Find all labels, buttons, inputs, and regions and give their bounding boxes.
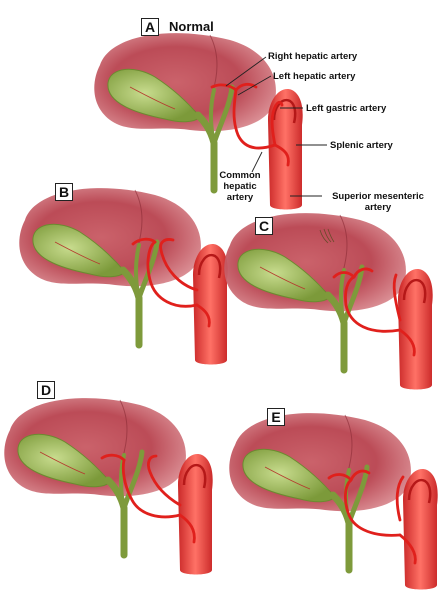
panel-e-letter: E [267, 408, 285, 426]
panel-c-arteries [332, 267, 416, 357]
panel-e-arteries [327, 469, 417, 565]
panel-a-title: Normal [169, 19, 214, 34]
panel-a-arteries [210, 82, 290, 167]
panel-c-extra-vessels [319, 228, 335, 244]
label-common-hepatic-artery: Common hepatic artery [219, 170, 261, 203]
panel-b-arteries [131, 237, 211, 328]
label-left-hepatic-artery: Left hepatic artery [273, 71, 356, 82]
panel-d-arteries [100, 453, 196, 544]
label-right-hepatic-artery: Right hepatic artery [268, 51, 358, 62]
panel-d-illustration [3, 397, 214, 576]
panel-a-letter: A [141, 18, 159, 36]
label-splenic-artery: Splenic artery [330, 140, 393, 151]
panel-b-illustration [18, 187, 229, 366]
label-superior-mesenteric-artery: Superior mesenteric artery [332, 191, 424, 213]
label-left-gastric-artery: Left gastric artery [306, 103, 387, 114]
panel-e-illustration [228, 412, 439, 591]
panel-b-letter: B [55, 183, 73, 201]
panel-c-letter: C [255, 217, 273, 235]
panel-c-illustration [223, 212, 434, 391]
panel-d-letter: D [37, 381, 55, 399]
panel-a-illustration [93, 32, 304, 211]
leader-lines [225, 56, 327, 197]
